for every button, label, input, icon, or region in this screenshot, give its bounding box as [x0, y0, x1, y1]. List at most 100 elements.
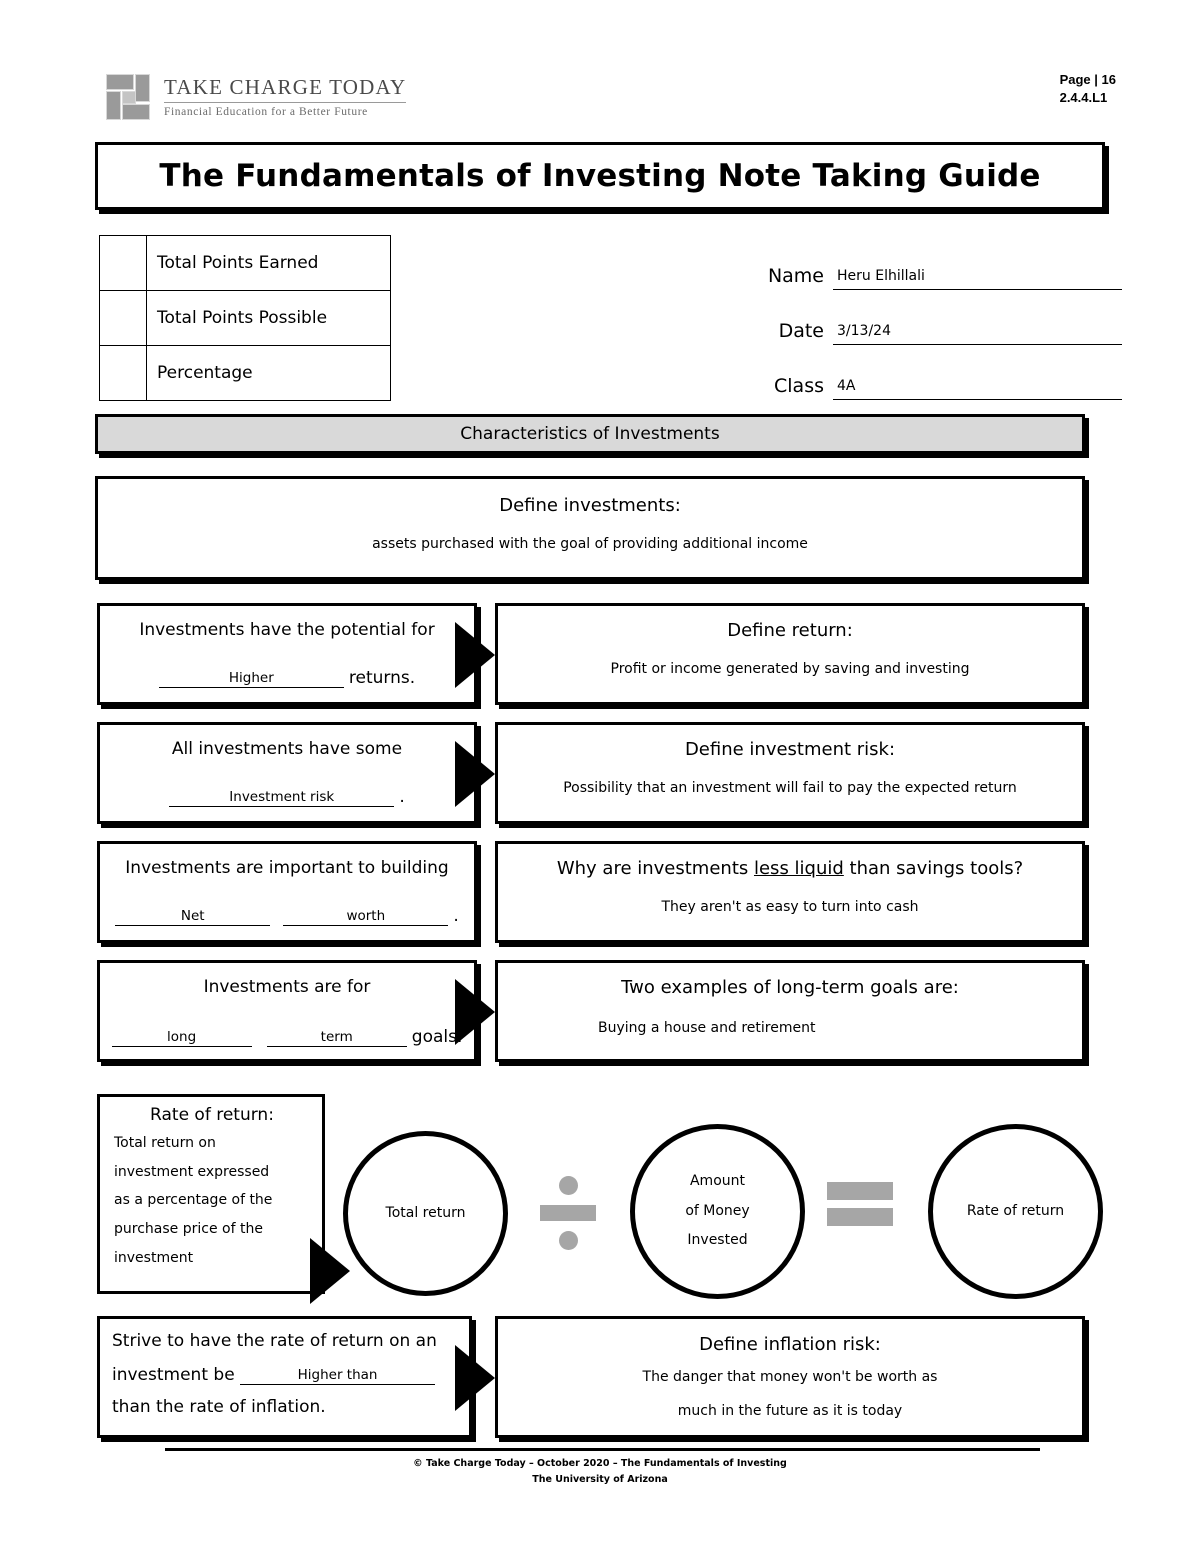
define-inflation-risk-answer-line1[interactable]: The danger that money won't be worth as	[642, 1369, 938, 1385]
define-investment-risk-heading: Define investment risk:	[684, 739, 896, 760]
inflation-prompt-line1: Strive to have the rate of return on an	[112, 1331, 437, 1351]
points-earned-label: Total Points Earned	[146, 235, 391, 291]
page-meta: Page | 16 2.4.4.L1	[1060, 71, 1116, 106]
divide-icon	[540, 1173, 596, 1253]
points-table: Total Points Earned Total Points Possibl…	[99, 235, 391, 401]
name-label: Name	[767, 265, 824, 287]
answer-box-less-liquid: Why are investments less liquid than sav…	[495, 841, 1085, 943]
date-label: Date	[778, 320, 824, 342]
define-inflation-risk-heading: Define inflation risk:	[699, 1334, 881, 1355]
answer-box-define-return: Define return: Profit or income generate…	[495, 603, 1085, 705]
table-row: Total Points Earned	[99, 235, 391, 291]
page-title: The Fundamentals of Investing Note Takin…	[95, 142, 1105, 210]
define-return-heading: Define return:	[727, 620, 853, 641]
answer-blank-investment-risk[interactable]: Investment risk	[169, 789, 395, 807]
answer-blank-worth[interactable]: worth	[283, 908, 449, 926]
prompt-box-inflation: Strive to have the rate of return on an …	[97, 1316, 472, 1438]
define-investments-heading: Define investments:	[499, 495, 681, 516]
answer-blank-term[interactable]: term	[266, 1029, 407, 1047]
footer-divider	[165, 1448, 1040, 1451]
prompt-suffix-goals: goals.	[411, 1027, 463, 1047]
less-liquid-emphasis: less liquid	[753, 858, 844, 879]
circle-amount-line: Invested	[687, 1232, 748, 1249]
class-label: Class	[774, 375, 824, 397]
class-field[interactable]: 4A	[833, 378, 1122, 400]
identity-block: Name Heru Elhillali Date 3/13/24 Class 4…	[752, 260, 1122, 425]
grid-blocks-logo-icon	[104, 72, 150, 120]
rate-of-return-heading: Rate of return:	[150, 1105, 274, 1125]
prompt-box-long-term-goals: Investments are for long term goals.	[97, 960, 477, 1062]
class-row: Class 4A	[752, 370, 1122, 400]
prompt-box-potential-returns: Investments have the potential for Highe…	[97, 603, 477, 705]
answer-box-define-inflation-risk: Define inflation risk: The danger that m…	[495, 1316, 1085, 1438]
answer-box-long-term-examples: Two examples of long-term goals are: Buy…	[495, 960, 1085, 1062]
prompt-box-net-worth: Investments are important to building Ne…	[97, 841, 477, 943]
points-possible-value[interactable]	[99, 290, 147, 346]
page-header: TAKE CHARGE TODAY Financial Education fo…	[0, 58, 1200, 138]
answer-blank-higher-than[interactable]: Higher than	[240, 1367, 436, 1385]
arrow-right-icon	[455, 622, 495, 688]
prompt-text-investment-risk: All investments have some	[171, 739, 403, 759]
footer-line-1: © Take Charge Today – October 2020 – The…	[413, 1458, 787, 1469]
equals-icon	[827, 1182, 893, 1232]
answer-box-define-investment-risk: Define investment risk: Possibility that…	[495, 722, 1085, 824]
answer-blank-net[interactable]: Net	[115, 908, 271, 926]
definition-line: investment	[114, 1249, 194, 1266]
name-row: Name Heru Elhillali	[752, 260, 1122, 290]
points-possible-label: Total Points Possible	[146, 290, 391, 346]
date-row: Date 3/13/24	[752, 315, 1122, 345]
define-inflation-risk-answer-line2[interactable]: much in the future as it is today	[677, 1403, 903, 1419]
arrow-right-icon	[455, 979, 495, 1045]
define-investments-box: Define investments: assets purchased wit…	[95, 476, 1085, 580]
answer-blank-long[interactable]: long	[111, 1029, 252, 1047]
prompt-text-net-worth: Investments are important to building	[125, 858, 449, 878]
percentage-label: Percentage	[146, 345, 391, 401]
page-number: Page | 16	[1059, 72, 1116, 87]
arrow-right-icon	[455, 1345, 495, 1411]
circle-total-return: Total return	[343, 1131, 508, 1296]
lesson-code: 2.4.4.L1	[1059, 89, 1108, 105]
inflation-prompt-line3: than the rate of inflation.	[112, 1397, 326, 1417]
define-investment-risk-answer[interactable]: Possibility that an investment will fail…	[563, 780, 1017, 796]
take-charge-today-logo: TAKE CHARGE TODAY Financial Education fo…	[104, 72, 407, 120]
section-header-characteristics: Characteristics of Investments	[95, 414, 1085, 454]
table-row: Percentage	[99, 345, 391, 401]
define-investments-answer[interactable]: assets purchased with the goal of provid…	[372, 536, 808, 552]
percentage-value[interactable]	[99, 345, 147, 401]
define-return-answer[interactable]: Profit or income generated by saving and…	[610, 661, 970, 677]
date-field[interactable]: 3/13/24	[833, 323, 1122, 345]
table-row: Total Points Possible	[99, 290, 391, 346]
definition-line: investment expressed	[114, 1163, 270, 1180]
rate-of-return-definition-box: Rate of return: Total return on investme…	[97, 1094, 325, 1294]
less-liquid-answer[interactable]: They aren't as easy to turn into cash	[661, 899, 919, 915]
footer-line-2: The University of Arizona	[532, 1474, 668, 1486]
footer: © Take Charge Today – October 2020 – The…	[0, 1456, 1200, 1488]
prompt-box-investment-risk: All investments have some Investment ris…	[97, 722, 477, 824]
definition-line: purchase price of the	[114, 1221, 263, 1238]
name-field[interactable]: Heru Elhillali	[833, 268, 1122, 290]
inflation-prompt-line2: investment be Higher than	[100, 1351, 469, 1385]
page-title-text: The Fundamentals of Investing Note Takin…	[159, 158, 1041, 194]
arrow-right-icon	[455, 741, 495, 807]
prompt-text-long-term-goals: Investments are for	[203, 977, 371, 997]
prompt-suffix-period: .	[453, 906, 459, 926]
points-earned-value[interactable]	[99, 235, 147, 291]
less-liquid-heading-text: Why are investments less liquid than sav…	[556, 858, 1024, 879]
circle-amount-line: of Money	[685, 1202, 750, 1219]
logo-title: TAKE CHARGE TODAY	[164, 75, 407, 103]
prompt-suffix-period: .	[399, 787, 405, 807]
circle-rate-of-return-label: Rate of return	[966, 1202, 1065, 1219]
less-liquid-heading: Why are investments less liquid than sav…	[498, 858, 1082, 879]
prompt-suffix-returns: returns.	[348, 668, 416, 688]
long-term-examples-answer[interactable]: Buying a house and retirement	[598, 1020, 816, 1036]
circle-rate-of-return: Rate of return	[928, 1124, 1103, 1299]
definition-line: Total return on	[114, 1135, 216, 1151]
answer-blank-higher[interactable]: Higher	[158, 670, 344, 688]
arrow-right-icon	[310, 1238, 350, 1304]
rate-of-return-body[interactable]: Total return on investment expressed as …	[114, 1129, 310, 1272]
inflation-prompt-line2-pre: investment be	[112, 1365, 235, 1385]
circle-total-return-label: Total return	[385, 1204, 466, 1221]
circle-amount-line: Amount	[689, 1173, 745, 1190]
long-term-examples-heading: Two examples of long-term goals are:	[621, 977, 959, 998]
circle-amount-invested: Amount of Money Invested	[630, 1124, 805, 1299]
